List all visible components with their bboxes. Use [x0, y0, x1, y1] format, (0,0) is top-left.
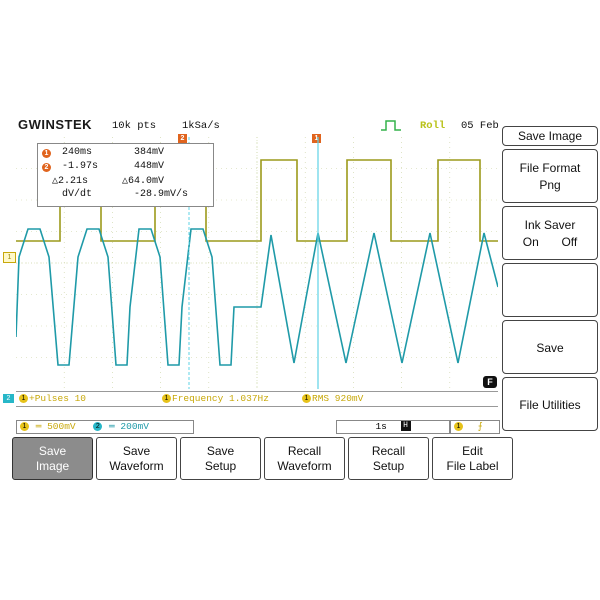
softkey-save-setup[interactable]: Save Setup — [180, 437, 261, 480]
cursor2-badge: 2 — [42, 163, 51, 172]
trigger-channel-badge: 1 — [454, 421, 463, 431]
side-menu: Save Image File Format Png Ink Saver On … — [500, 124, 600, 436]
softkey-line1: Save — [206, 443, 235, 458]
cursor2-position-marker[interactable]: 2 — [178, 134, 187, 143]
ink-saver-on: On — [522, 235, 539, 249]
file-format-label: File Format — [519, 161, 581, 175]
trigger-state: Roll — [420, 120, 446, 132]
ch2-scale: ═ 200mV — [109, 421, 149, 432]
delta-voltage: △64.0mV — [122, 176, 165, 187]
cursor1-position-marker[interactable]: 1 — [312, 134, 321, 143]
ch2-ground-marker[interactable]: 2 — [3, 394, 14, 403]
save-button[interactable]: Save — [502, 320, 598, 374]
softkey-edit-file-label[interactable]: Edit File Label — [432, 437, 513, 480]
softkey-line2: Setup — [372, 458, 405, 473]
softkey-line1: Save — [122, 443, 151, 458]
date-display: 05 Feb — [461, 120, 499, 132]
ch1-badge: 1 — [162, 393, 171, 403]
file-format-value: Png — [539, 178, 561, 192]
softkey-line2: File Label — [446, 458, 499, 473]
softkey-line1: Save — [38, 443, 67, 458]
softkey-line2: Image — [35, 458, 70, 473]
softkey-save-image[interactable]: Save Image — [12, 437, 93, 480]
timebase-value: 1s — [375, 421, 387, 432]
softkey-line2: Waveform — [277, 458, 332, 473]
trigger-slope-icon: ⨍ — [477, 421, 483, 432]
softkey-line2: Setup — [204, 458, 237, 473]
softkey-line2: Waveform — [109, 458, 164, 473]
side-menu-title: Save Image — [502, 126, 598, 146]
trigger-source-box[interactable]: 1 ⨍ — [450, 420, 500, 434]
cursor2-time: -1.97s — [62, 161, 99, 172]
sample-rate: 1kSa/s — [182, 120, 220, 132]
cursor1-time: 240ms — [62, 147, 93, 158]
ch1-ground-marker[interactable]: 1 — [3, 252, 16, 263]
ch1-scale: ═ 500mV — [35, 421, 76, 432]
channel-scale-box[interactable]: 1 ═ 500mV 2 ═ 200mV — [16, 420, 194, 434]
ink-saver-label: Ink Saver — [524, 218, 576, 232]
measurement-pulses-text: +Pulses 10 — [29, 393, 87, 404]
measurement-frequency-text: Frequency 1.037Hz — [172, 393, 269, 404]
ch1-badge: 1 — [302, 393, 311, 403]
ink-saver-off: Off — [561, 235, 578, 249]
timebase-box[interactable]: 1s H — [336, 420, 450, 434]
measurement-pulses: 1+Pulses 10 — [19, 393, 86, 404]
softkey-line1: Recall — [371, 443, 406, 458]
dvdt-label: dV/dt — [62, 189, 93, 200]
graticule-grid — [16, 137, 498, 389]
ch2-triangle-wave-trace — [16, 228, 498, 366]
softkey-line1: Edit — [462, 443, 483, 458]
delta-time: △2.21s — [52, 176, 89, 187]
cursor1-badge: 1 — [42, 149, 51, 158]
ch1-badge: 1 — [20, 421, 29, 431]
softkey-line1: Recall — [287, 443, 322, 458]
f-badge-icon: F — [483, 376, 497, 388]
trigger-edge-icon — [381, 120, 401, 131]
horizontal-badge-icon: H — [400, 421, 411, 432]
cursor-readout-panel: 1 240ms 384mV 2 -1.97s 448mV △2.21s △64.… — [37, 143, 214, 207]
ink-saver-button[interactable]: Ink Saver On Off — [502, 206, 598, 260]
side-menu-blank-button[interactable] — [502, 263, 598, 317]
cursor2-voltage: 448mV — [134, 161, 165, 172]
dvdt-value: -28.9mV/s — [134, 189, 189, 200]
measurement-rms-text: RMS 920mV — [312, 393, 364, 404]
softkey-recall-setup[interactable]: Recall Setup — [348, 437, 429, 480]
file-format-button[interactable]: File Format Png — [502, 149, 598, 203]
softkey-recall-waveform[interactable]: Recall Waveform — [264, 437, 345, 480]
record-length: 10k pts — [112, 120, 157, 132]
cursor1-voltage: 384mV — [134, 147, 165, 158]
channel-status-bar: 1 ═ 500mV 2 ═ 200mV 1s H 1 ⨍ — [16, 420, 500, 434]
file-utilities-button[interactable]: File Utilities — [502, 377, 598, 431]
ch1-badge: 1 — [19, 393, 28, 403]
ch2-badge: 2 — [93, 421, 103, 431]
softkey-save-waveform[interactable]: Save Waveform — [96, 437, 177, 480]
brand-logo: GWINSTEK — [18, 117, 93, 132]
